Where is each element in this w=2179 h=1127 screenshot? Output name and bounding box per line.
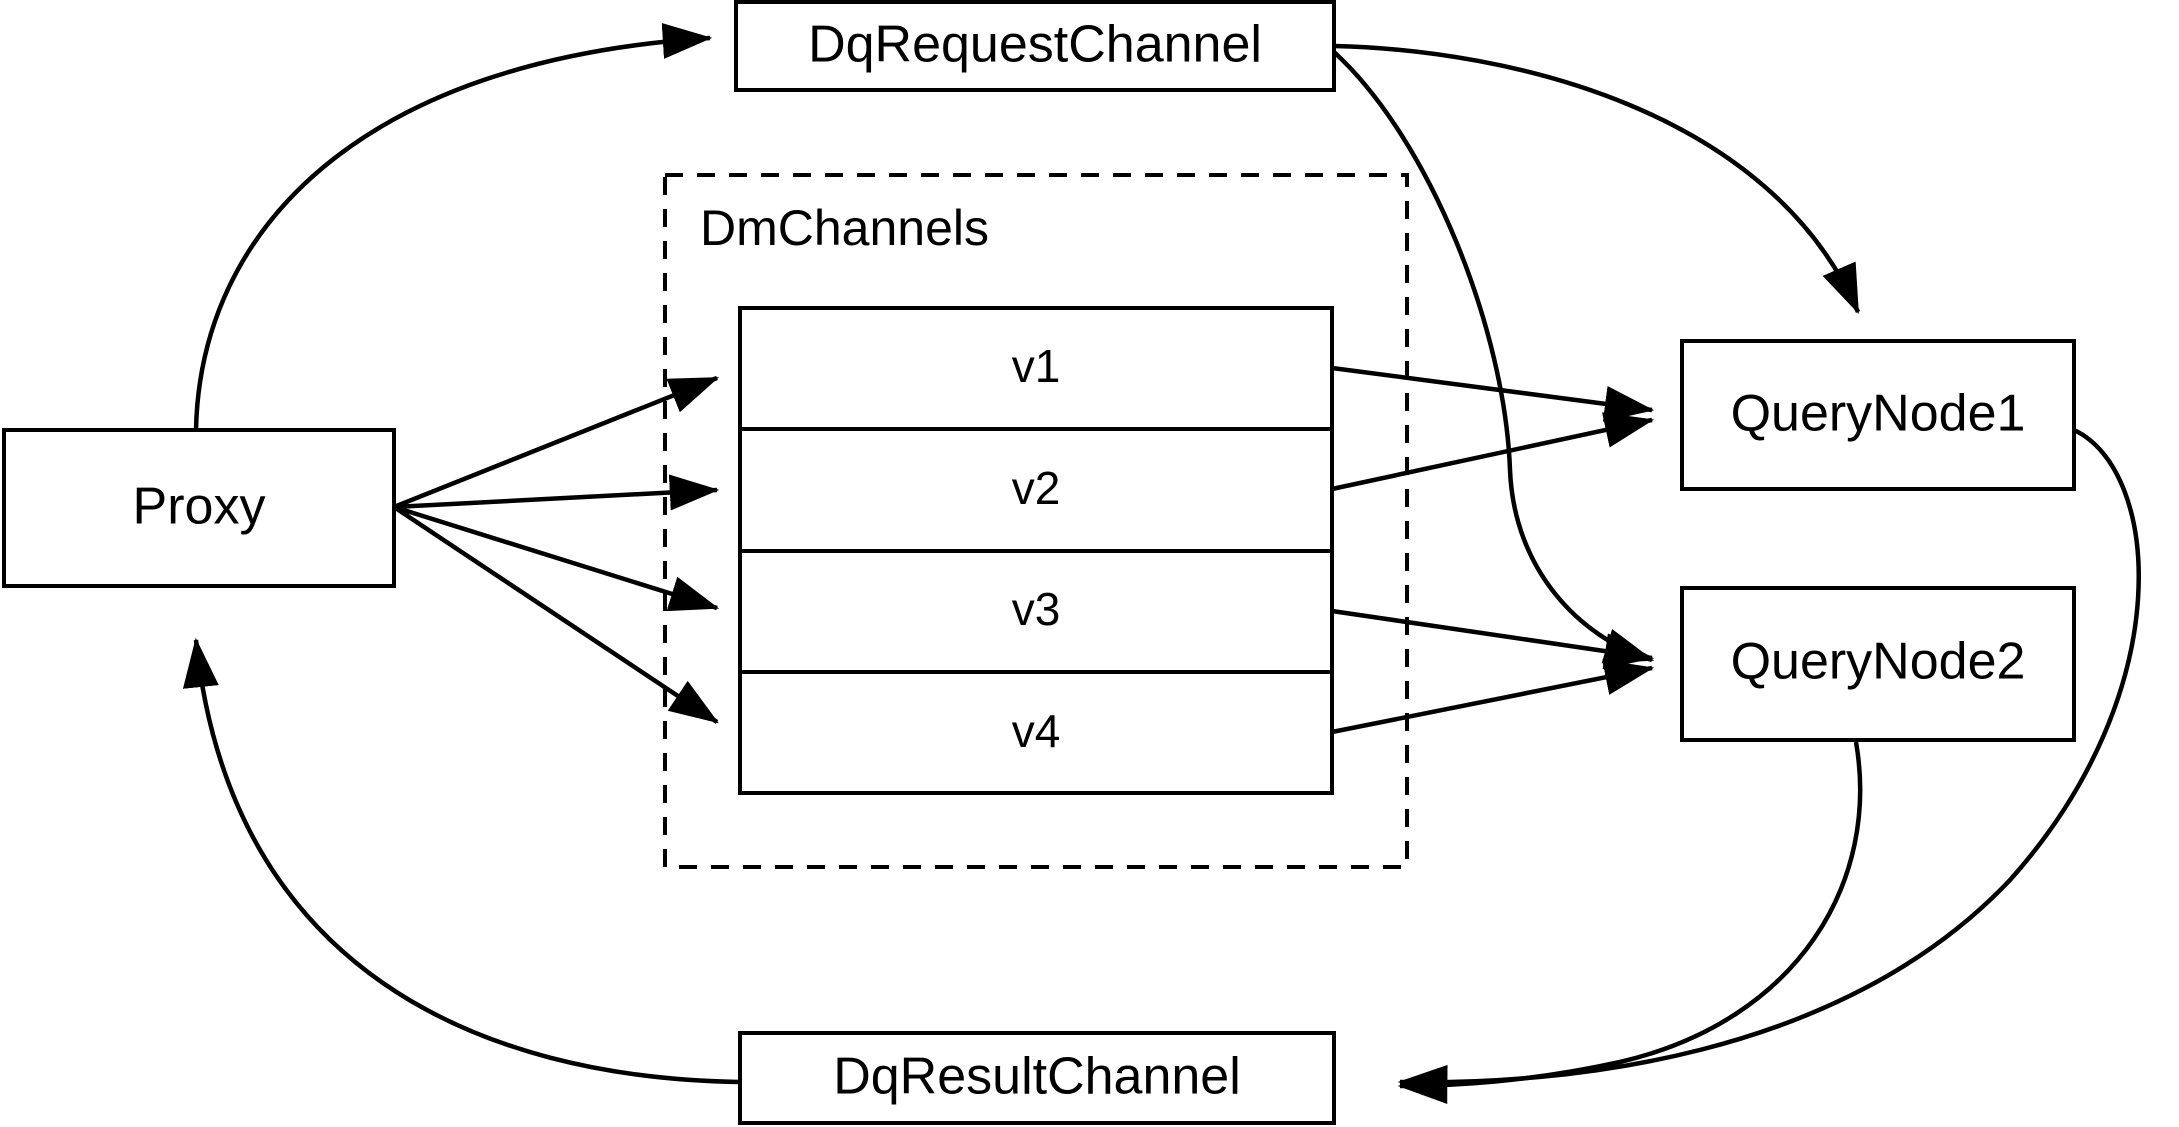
node-querynode1[interactable]: QueryNode1 (1680, 339, 2076, 491)
edge-proxy-to-v3 (393, 504, 720, 612)
node-querynode1-label: QueryNode1 (1731, 385, 2026, 443)
edge-proxy-to-v4 (392, 505, 719, 724)
node-proxy[interactable]: Proxy (2, 428, 396, 588)
dmchannels-group-label: DmChannels (700, 200, 989, 256)
dmchannels-stack: v1 v2 v3 v4 (738, 306, 1334, 795)
node-proxy-label: Proxy (133, 478, 266, 536)
edge-proxy-to-dqrequestchannel (193, 23, 713, 431)
edge-v2-to-querynode1 (1331, 412, 1655, 492)
edge-dqrequestchannel-to-querynode2 (1332, 50, 1655, 664)
node-dqresultchannel-label: DqResultChannel (833, 1048, 1241, 1106)
edge-v3-to-querynode2 (1331, 608, 1655, 669)
edge-dqresultchannel-to-proxy (182, 637, 741, 1085)
node-querynode2-label: QueryNode2 (1731, 633, 2026, 691)
node-dqrequestchannel-label: DqRequestChannel (808, 16, 1262, 74)
edge-querynode1-to-dqresultchannel (1397, 427, 2141, 1101)
node-dqresultchannel[interactable]: DqResultChannel (738, 1031, 1336, 1125)
edge-dqrequestchannel-to-querynode1 (1333, 43, 1861, 315)
node-dqrequestchannel[interactable]: DqRequestChannel (734, 0, 1336, 92)
dmchannel-item-v2[interactable]: v2 (1012, 462, 1061, 514)
edge-v4-to-querynode2 (1331, 659, 1655, 735)
edge-v1-to-querynode1 (1331, 365, 1655, 422)
node-querynode2[interactable]: QueryNode2 (1680, 586, 2076, 742)
edge-proxy-to-v2 (393, 474, 720, 511)
edge-proxy-to-v1 (393, 375, 720, 510)
dmchannel-item-v4[interactable]: v4 (1012, 705, 1061, 757)
dmchannel-item-v1[interactable]: v1 (1012, 340, 1061, 392)
dmchannel-item-v3[interactable]: v3 (1012, 583, 1061, 635)
edge-querynode2-to-dqresultchannel (1397, 741, 1863, 1104)
dmchannels-group: DmChannels (663, 173, 1409, 869)
